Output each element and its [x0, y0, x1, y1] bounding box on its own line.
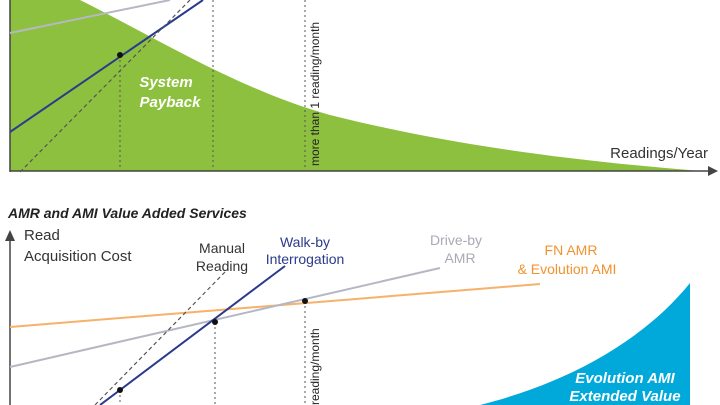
- fn-label-line1: FN AMR: [545, 242, 598, 258]
- bottom-dot-fn: [302, 298, 308, 304]
- fn-label-line2: & Evolution AMI: [518, 261, 617, 277]
- driveby-line: [9, 267, 441, 368]
- evolution-label-line2: Extended Value: [569, 388, 680, 405]
- top-x-axis-arrow: [708, 166, 718, 176]
- bottom-dot-manual: [117, 387, 123, 393]
- driveby-label-line1: Drive-by: [430, 232, 482, 248]
- y-axis-label-line1: Read: [24, 227, 60, 244]
- payback-label-line1: System: [139, 74, 192, 91]
- driveby-label-line2: AMR: [444, 250, 475, 266]
- top-vertical-marker-label: more than 1 reading/month: [308, 22, 322, 166]
- payback-label-line2: Payback: [140, 94, 202, 111]
- system-payback-area: [10, 0, 700, 171]
- top-panel: System Payback more than 1 reading/month…: [9, 0, 718, 176]
- bottom-panel: AMR and AMI Value Added Services Read Ac…: [5, 205, 690, 405]
- walkby-label-line2: Interrogation: [266, 251, 345, 267]
- top-grey-line: [9, 0, 171, 34]
- y-axis-label-line2: Acquisition Cost: [24, 248, 132, 265]
- walkby-label-line1: Walk-by: [280, 234, 330, 250]
- evolution-value-area: [480, 283, 690, 405]
- top-dashed-line: [19, 0, 191, 173]
- top-x-axis-label: Readings/Year: [610, 145, 708, 162]
- walkby-line: [99, 265, 286, 405]
- top-intersection-dot: [117, 52, 123, 58]
- manual-label-line1: Manual: [199, 240, 245, 256]
- bottom-title: AMR and AMI Value Added Services: [7, 205, 247, 221]
- manual-dashed-line: [94, 271, 226, 405]
- bottom-dot-walkby: [212, 319, 218, 325]
- evolution-label-line1: Evolution AMI: [575, 370, 675, 387]
- manual-label-line2: Reading: [196, 258, 248, 274]
- top-navy-line: [9, 0, 204, 133]
- bottom-vertical-marker-label: reading/month: [308, 328, 322, 405]
- bottom-y-axis-arrow: [5, 230, 15, 241]
